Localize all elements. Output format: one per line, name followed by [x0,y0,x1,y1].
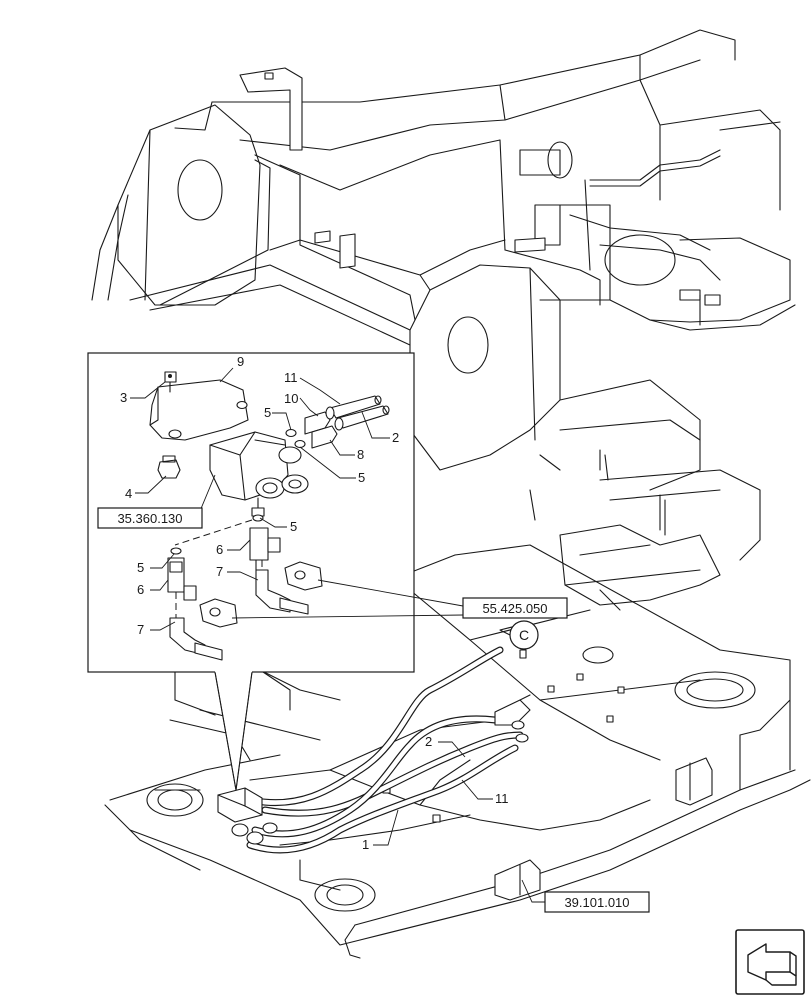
frame-reference-label: 39.101.010 [564,895,629,910]
item-number-1-main: 1 [362,837,369,852]
item-number-3: 3 [120,390,127,405]
valve-reference-label: 35.360.130 [117,511,182,526]
item-number-2-detail: 2 [392,430,399,445]
direction-arrow-icon [735,929,805,995]
item-number-4: 4 [125,486,132,501]
item-number-11-detail: 11 [284,370,298,385]
view-marker-label: C [519,627,529,643]
item-number-5-d: 5 [137,560,144,575]
item-number-7-a: 7 [216,564,223,579]
item-number-8: 8 [357,447,364,462]
reference-labels: 35.360.130 55.425.050 39.101.010 C [97,507,650,913]
item-number-5-a: 5 [264,405,271,420]
item-number-6-b: 6 [137,582,144,597]
item-number-5-b: 5 [358,470,365,485]
upper-frame-structure [91,29,796,471]
item-number-7-b: 7 [137,622,144,637]
item-number-2-main: 2 [425,734,432,749]
view-marker-circle [509,620,539,650]
item-number-5-c: 5 [290,519,297,534]
item-number-9: 9 [237,354,244,369]
item-number-6-a: 6 [216,542,223,557]
item-number-10: 10 [284,391,298,406]
hydraulic-hoses [217,646,531,854]
item-numbers: 9 3 4 11 10 5 2 8 5 5 6 5 7 6 7 2 11 1 [120,354,509,852]
sensor-reference-label: 55.425.050 [482,601,547,616]
item-number-11-main: 11 [495,791,509,806]
